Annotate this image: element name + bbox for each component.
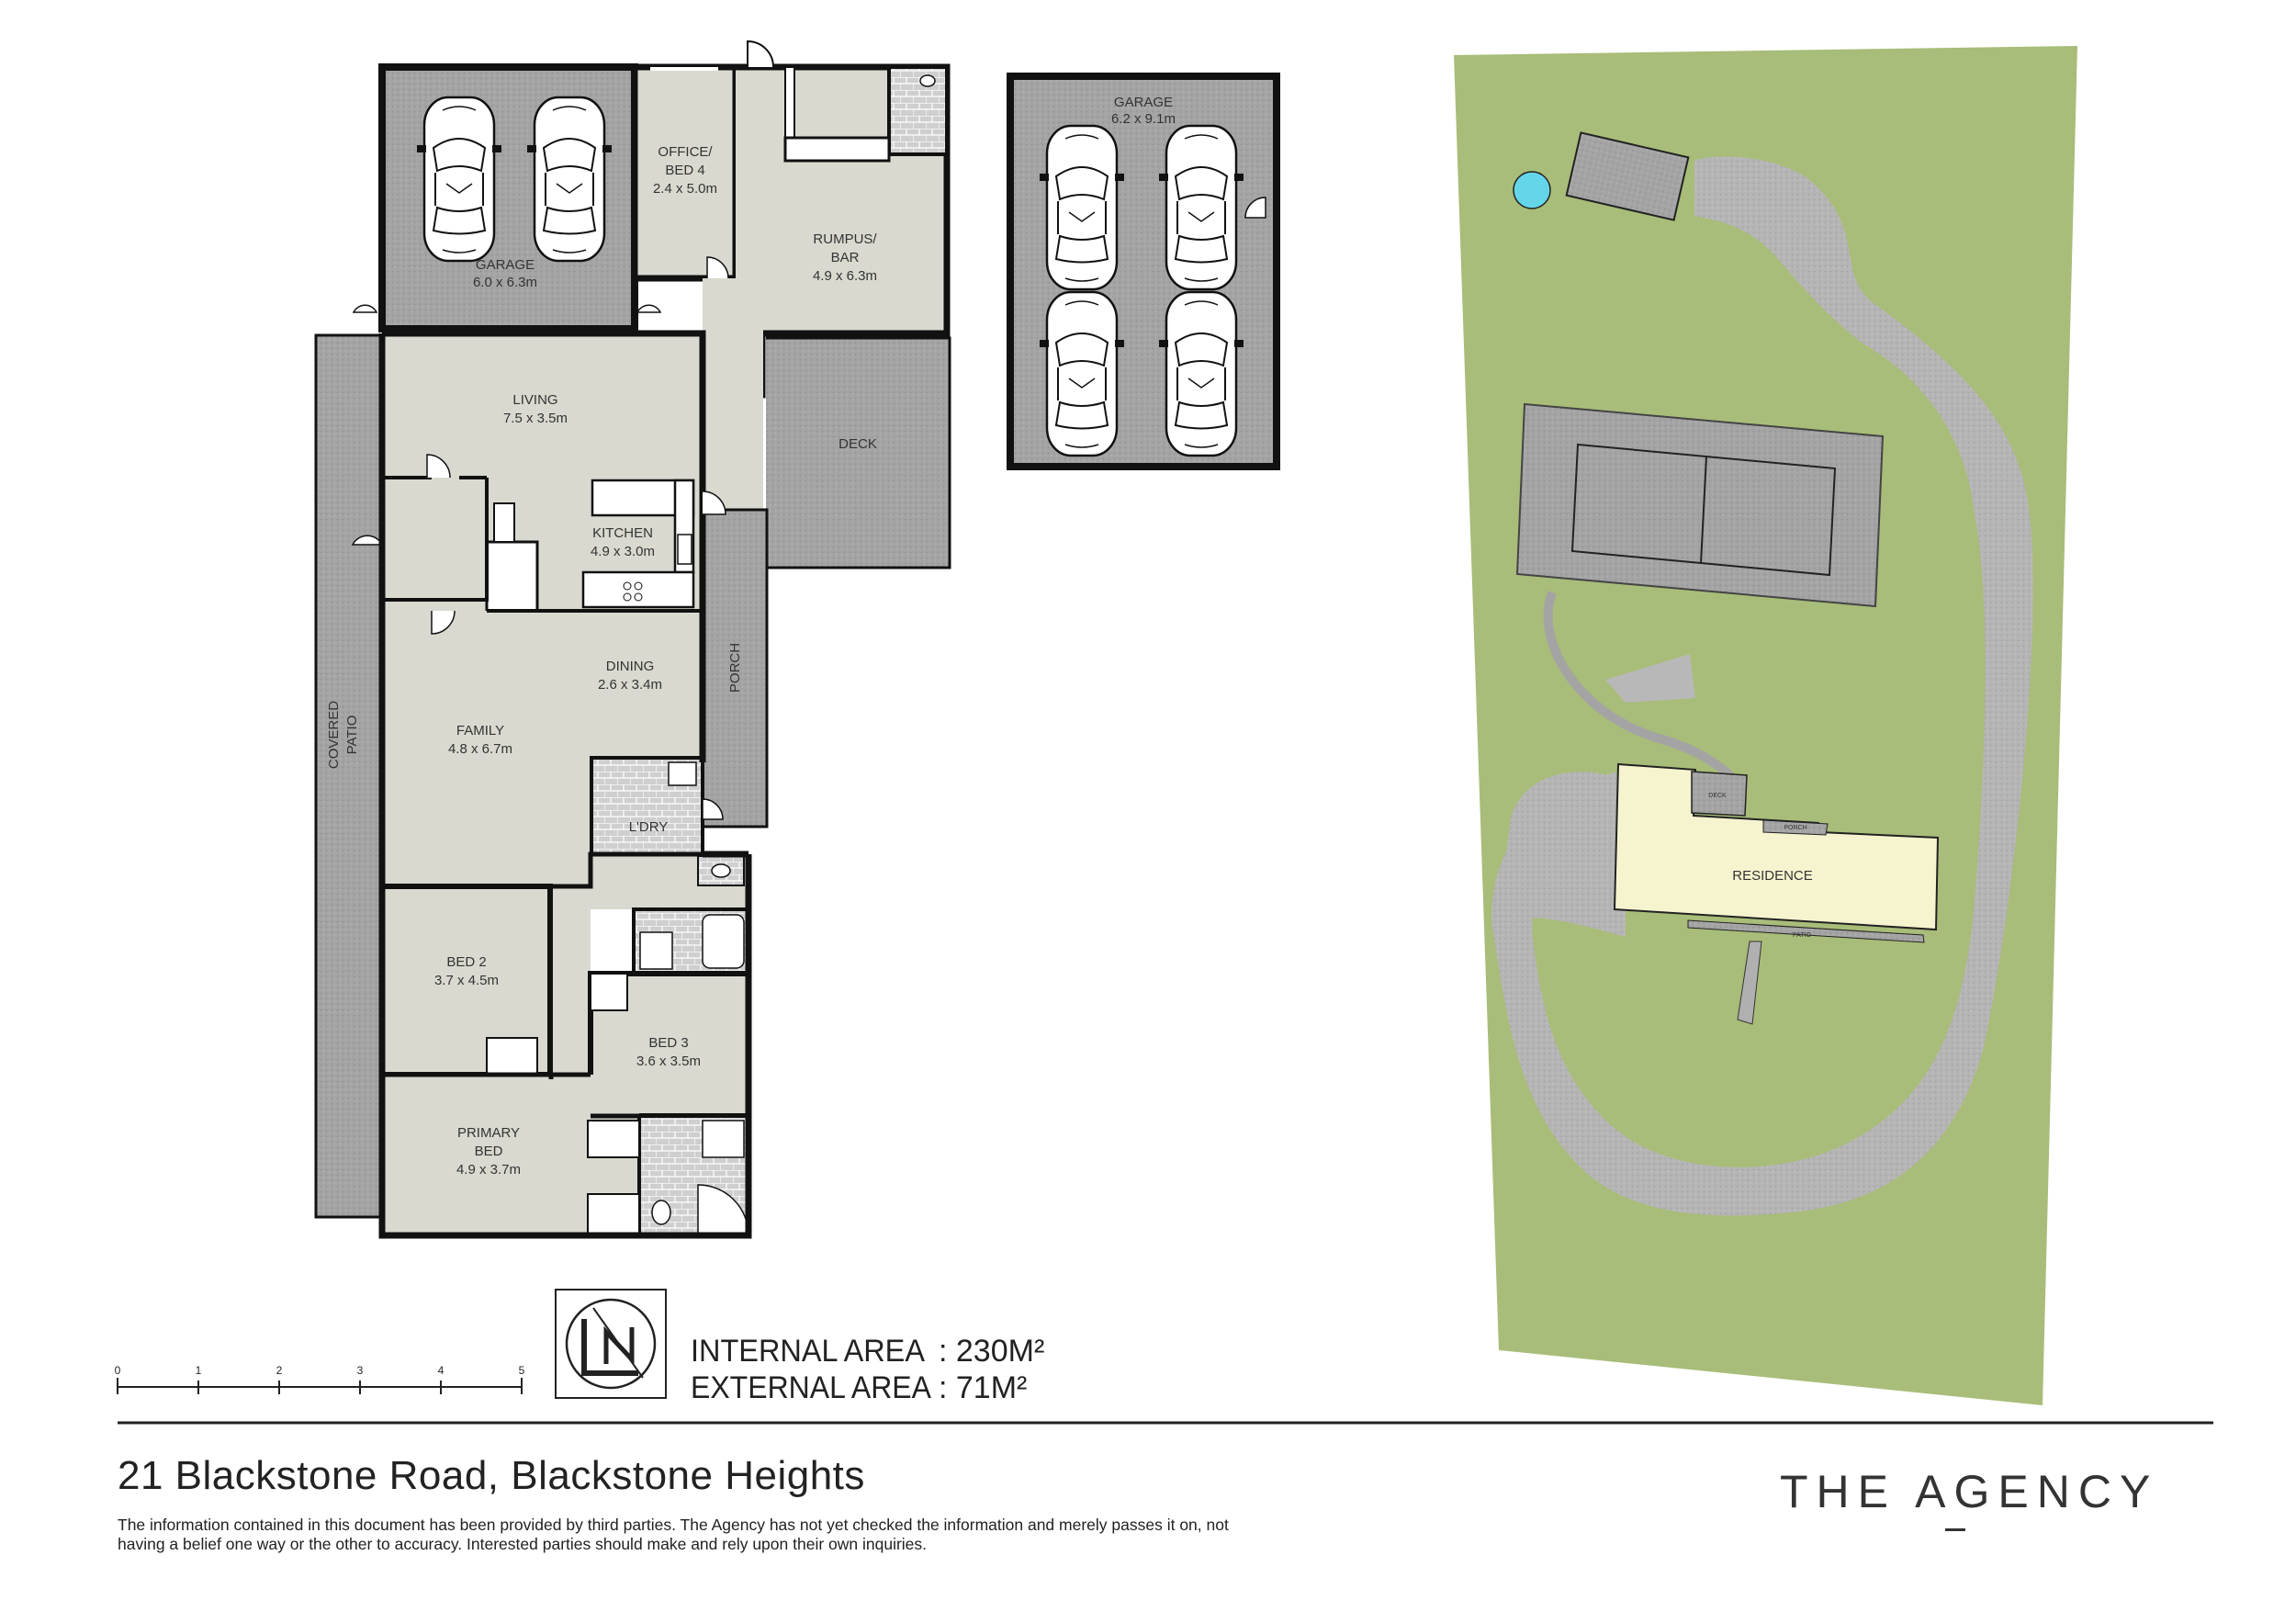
main-house (314, 39, 951, 1239)
covered-patio-label-1: COVERED (326, 701, 342, 769)
pool-icon (1513, 171, 1551, 209)
porch-label: PORCH (727, 643, 743, 693)
detached-garage-label: GARAGE (1114, 95, 1173, 110)
dining-label: DINING (606, 659, 655, 674)
laundry-label: L'DRY (629, 819, 669, 835)
residence-label: RESIDENCE (1732, 868, 1813, 884)
primary-bed-size: 4.9 x 3.7m (456, 1162, 521, 1178)
primary-bed-label-1: PRIMARY (457, 1125, 520, 1141)
deck-floor (766, 338, 950, 568)
detached-garage (1007, 73, 1280, 470)
external-area-value: : 71M² (939, 1370, 1027, 1405)
covered-patio-label-2: PATIO (344, 716, 360, 755)
office-label-2: BED 4 (665, 163, 704, 178)
family-size: 4.8 x 6.7m (448, 741, 512, 757)
office-label-1: OFFICE/ (658, 144, 713, 160)
site-plan: DECK PORCH PATIO (1454, 46, 2077, 1405)
disclaimer-text: The information contained in this docume… (118, 1516, 1229, 1553)
external-area-label: EXTERNAL AREA (691, 1370, 931, 1405)
primary-bed-label-2: BED (475, 1144, 503, 1159)
kitchen-size: 4.9 x 3.0m (591, 544, 655, 559)
scale-tick-1: 1 (196, 1364, 202, 1377)
scale-tick-3: 3 (357, 1364, 364, 1377)
bed3-label: BED 3 (648, 1035, 688, 1051)
family-label: FAMILY (456, 723, 504, 738)
internal-area-value: : 230M² (939, 1334, 1044, 1369)
porch-floor (703, 510, 767, 827)
bed2-label: BED 2 (446, 954, 486, 970)
living-size: 7.5 x 3.5m (503, 411, 568, 426)
garage-size: 6.0 x 6.3m (473, 275, 537, 290)
bed2-size: 3.7 x 4.5m (434, 973, 499, 988)
scale-tick-0: 0 (115, 1364, 121, 1377)
brand-logo: THE AGENCY (1780, 1466, 2159, 1517)
covered-patio-floor (316, 335, 382, 1217)
rumpus-label-2: BAR (831, 250, 860, 265)
bed3-size: 3.6 x 3.5m (636, 1054, 701, 1069)
deck-label: DECK (838, 436, 877, 452)
living-label: LIVING (512, 392, 557, 408)
site-patio-label: PATIO (1793, 932, 1812, 939)
scale-tick-2: 2 (276, 1364, 283, 1377)
internal-area-label: INTERNAL AREA (691, 1334, 925, 1369)
driveway (1491, 156, 2033, 1216)
north-arrow-icon (555, 1289, 667, 1399)
rumpus-label-1: RUMPUS/ (813, 231, 877, 247)
site-deck-label: DECK (1708, 793, 1727, 799)
garage-label: GARAGE (476, 257, 535, 273)
rumpus-size: 4.9 x 6.3m (813, 268, 877, 284)
dining-size: 2.6 x 3.4m (598, 677, 662, 693)
detached-garage-size: 6.2 x 9.1m (1111, 111, 1176, 127)
site-porch-label: PORCH (1784, 825, 1806, 831)
property-address: 21 Blackstone Road, Blackstone Heights (118, 1453, 865, 1498)
office-size: 2.4 x 5.0m (653, 181, 717, 197)
brand-logo-accent (1945, 1528, 1965, 1531)
scale-bar (117, 1378, 523, 1394)
kitchen-label: KITCHEN (592, 525, 653, 541)
office-floor (635, 67, 736, 278)
scale-tick-5: 5 (519, 1364, 525, 1377)
scale-tick-4: 4 (438, 1364, 445, 1377)
